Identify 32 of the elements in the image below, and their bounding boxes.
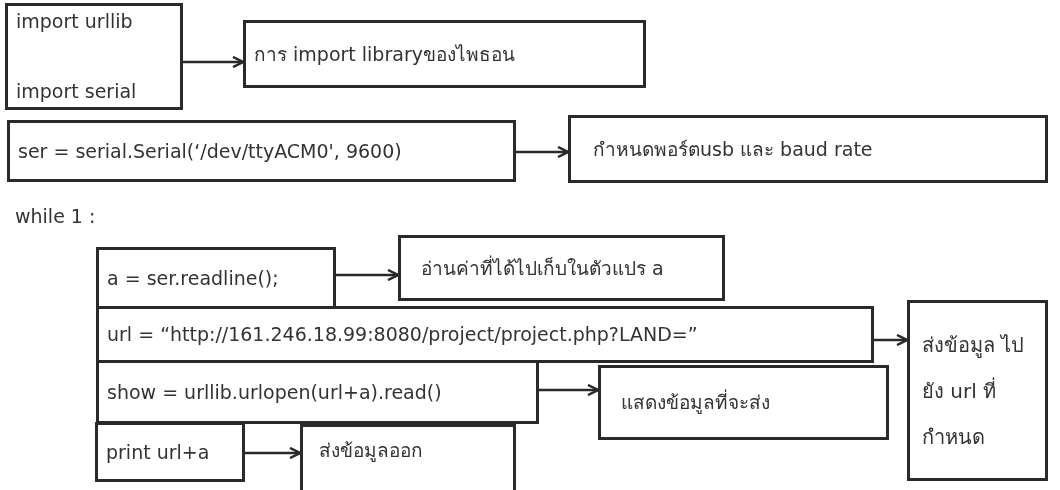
- box-text: กำหนดพอร์ตusb และ baud rate: [593, 137, 874, 161]
- text-box: [300, 424, 516, 490]
- text-box: [568, 115, 1048, 183]
- text-box: [96, 360, 539, 424]
- box-text: ส่งข้อมูล ไปยัง url ที่กำหนด: [922, 331, 1026, 451]
- box-text: การ import libraryของไพธอน: [254, 42, 516, 66]
- arrow: [336, 268, 400, 282]
- box-text: import serial: [16, 80, 138, 103]
- text-box: [5, 3, 183, 110]
- loop-label: while 1 :: [15, 205, 96, 227]
- box-text: ser = serial.Serial(‘/dev/ttyACM0', 9600): [18, 139, 403, 163]
- box-text: print url+a: [106, 440, 211, 464]
- arrow: [539, 383, 600, 397]
- text-box: [7, 120, 516, 182]
- text-box: [96, 247, 336, 309]
- text-box: [95, 422, 245, 482]
- box-text: import urllib: [16, 10, 134, 33]
- box-text: แสดงข้อมูลที่จะส่ง: [621, 391, 771, 414]
- box-text: ส่งข้อมูลออก: [319, 439, 424, 462]
- box-text: อ่านค่าที่ได้ไปเก็บในตัวแปร a: [421, 256, 665, 280]
- text-box: [598, 365, 889, 440]
- arrow: [874, 333, 909, 347]
- text-box: [398, 235, 725, 301]
- box-text: a = ser.readline();: [107, 266, 280, 290]
- text-box: [243, 20, 646, 88]
- box-text: show = urllib.urlopen(url+a).read(): [107, 380, 443, 404]
- text-box: [96, 306, 874, 363]
- text-box: [907, 300, 1048, 481]
- arrow: [516, 145, 570, 159]
- box-text: url = “http://161.246.18.99:8080/project/project.php?LAND=”: [107, 323, 699, 346]
- arrow: [245, 446, 302, 460]
- arrow: [183, 55, 245, 69]
